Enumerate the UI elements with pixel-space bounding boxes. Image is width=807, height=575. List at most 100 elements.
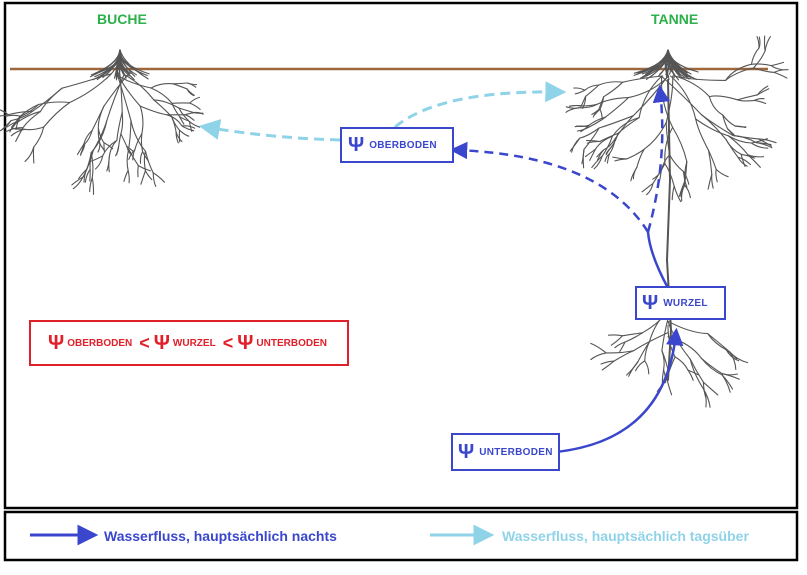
root-strand bbox=[19, 103, 40, 118]
night-flow-arrow-to-topsoil bbox=[449, 141, 650, 233]
root-strand bbox=[702, 381, 719, 396]
root-strand bbox=[144, 170, 153, 181]
topsoil-label: OBERBODEN bbox=[369, 139, 437, 151]
root-strand bbox=[84, 129, 93, 145]
root-strand bbox=[596, 97, 629, 105]
root-strand bbox=[61, 73, 111, 89]
psi-topsoil-box: Ψ OBERBODEN bbox=[340, 127, 454, 163]
root-strand bbox=[605, 97, 629, 118]
root-strand bbox=[750, 47, 760, 65]
root-strand bbox=[585, 84, 600, 97]
root-strand bbox=[665, 75, 674, 124]
root-strand bbox=[189, 102, 201, 110]
root-strand bbox=[753, 99, 767, 105]
root-strand bbox=[614, 341, 626, 349]
root-strand bbox=[5, 114, 22, 117]
root-strand bbox=[725, 138, 739, 158]
root-strand bbox=[628, 361, 639, 377]
main-frame bbox=[3, 1, 799, 510]
root-strand bbox=[588, 116, 607, 128]
root-strand bbox=[126, 145, 132, 155]
root-strand bbox=[681, 184, 686, 202]
root-strand bbox=[181, 125, 196, 129]
root-strand bbox=[117, 73, 141, 107]
root-strand bbox=[152, 172, 166, 183]
root-strand bbox=[674, 356, 689, 371]
root-strand bbox=[684, 184, 691, 199]
root-strand bbox=[86, 150, 94, 170]
root-strand bbox=[120, 111, 124, 135]
root-strand bbox=[637, 340, 651, 363]
root-strand bbox=[601, 360, 615, 371]
fir-root-system bbox=[565, 35, 789, 408]
root-strand bbox=[18, 111, 41, 122]
root-strand bbox=[726, 128, 735, 136]
root-strand bbox=[599, 108, 603, 119]
root-strand bbox=[119, 73, 123, 113]
root-strand bbox=[732, 134, 757, 144]
root-strand bbox=[757, 138, 773, 147]
root-strand bbox=[661, 317, 669, 352]
taproot bbox=[665, 79, 673, 381]
root-strand bbox=[126, 148, 130, 171]
root-strand bbox=[582, 148, 585, 169]
root-strand bbox=[604, 153, 611, 163]
root-strand bbox=[614, 115, 634, 140]
root-strand bbox=[750, 63, 772, 67]
root-strand bbox=[590, 342, 607, 354]
root-strand bbox=[172, 82, 188, 85]
subsoil-label: UNTERBODEN bbox=[479, 446, 553, 458]
root-strand bbox=[153, 99, 180, 109]
root-strand bbox=[755, 142, 773, 149]
water-potential-inequality: Ψ OBERBODEN < Ψ WURZEL < Ψ UNTERBODEN bbox=[29, 320, 349, 366]
root-strand bbox=[97, 105, 105, 130]
root-strand bbox=[152, 172, 157, 187]
root-strand bbox=[700, 114, 734, 136]
root-strand bbox=[593, 108, 601, 116]
root-strand bbox=[179, 116, 185, 125]
root-strand bbox=[140, 132, 144, 153]
root-strand bbox=[103, 142, 114, 150]
root-strand bbox=[128, 148, 139, 167]
root-strand bbox=[725, 138, 742, 155]
legend-frame bbox=[3, 510, 799, 562]
night-flow-arrow-to-fir-crown bbox=[646, 84, 671, 233]
root-strand bbox=[590, 352, 607, 361]
root-strand bbox=[103, 73, 130, 107]
root-strand bbox=[97, 142, 101, 153]
root-strand bbox=[78, 168, 88, 180]
root-strand bbox=[43, 101, 71, 128]
root-strand bbox=[646, 182, 654, 196]
psi-symbol: Ψ bbox=[48, 331, 65, 354]
inequality-term-topsoil: OBERBODEN bbox=[67, 337, 133, 349]
inequality-term-subsoil: UNTERBODEN bbox=[256, 337, 327, 349]
root-strand bbox=[773, 69, 789, 73]
root-strand bbox=[674, 75, 710, 98]
root-strand bbox=[92, 120, 108, 152]
root-strand bbox=[189, 96, 201, 104]
root-strand bbox=[721, 374, 731, 393]
root-strand bbox=[89, 155, 104, 163]
root-strand bbox=[598, 115, 634, 129]
root-strand bbox=[5, 127, 24, 133]
root-strand bbox=[736, 99, 756, 102]
root-strand bbox=[84, 168, 91, 183]
root-strand bbox=[619, 341, 626, 353]
root-strand bbox=[682, 171, 688, 188]
root-strand bbox=[753, 98, 765, 101]
root-strand bbox=[695, 118, 730, 137]
root-strand bbox=[740, 153, 746, 167]
root-strand bbox=[700, 114, 727, 141]
beech-label: BUCHE bbox=[97, 11, 147, 27]
psi-symbol: Ψ bbox=[153, 331, 170, 354]
root-strand bbox=[568, 104, 581, 107]
root-strand bbox=[756, 36, 760, 49]
root-strand bbox=[139, 105, 144, 135]
root-strand bbox=[172, 83, 188, 90]
root-strand bbox=[573, 87, 586, 91]
root-strand bbox=[0, 120, 12, 131]
root-strand bbox=[643, 121, 667, 150]
root-strand bbox=[673, 185, 682, 203]
root-strand bbox=[15, 127, 24, 142]
root-strand bbox=[589, 148, 597, 161]
